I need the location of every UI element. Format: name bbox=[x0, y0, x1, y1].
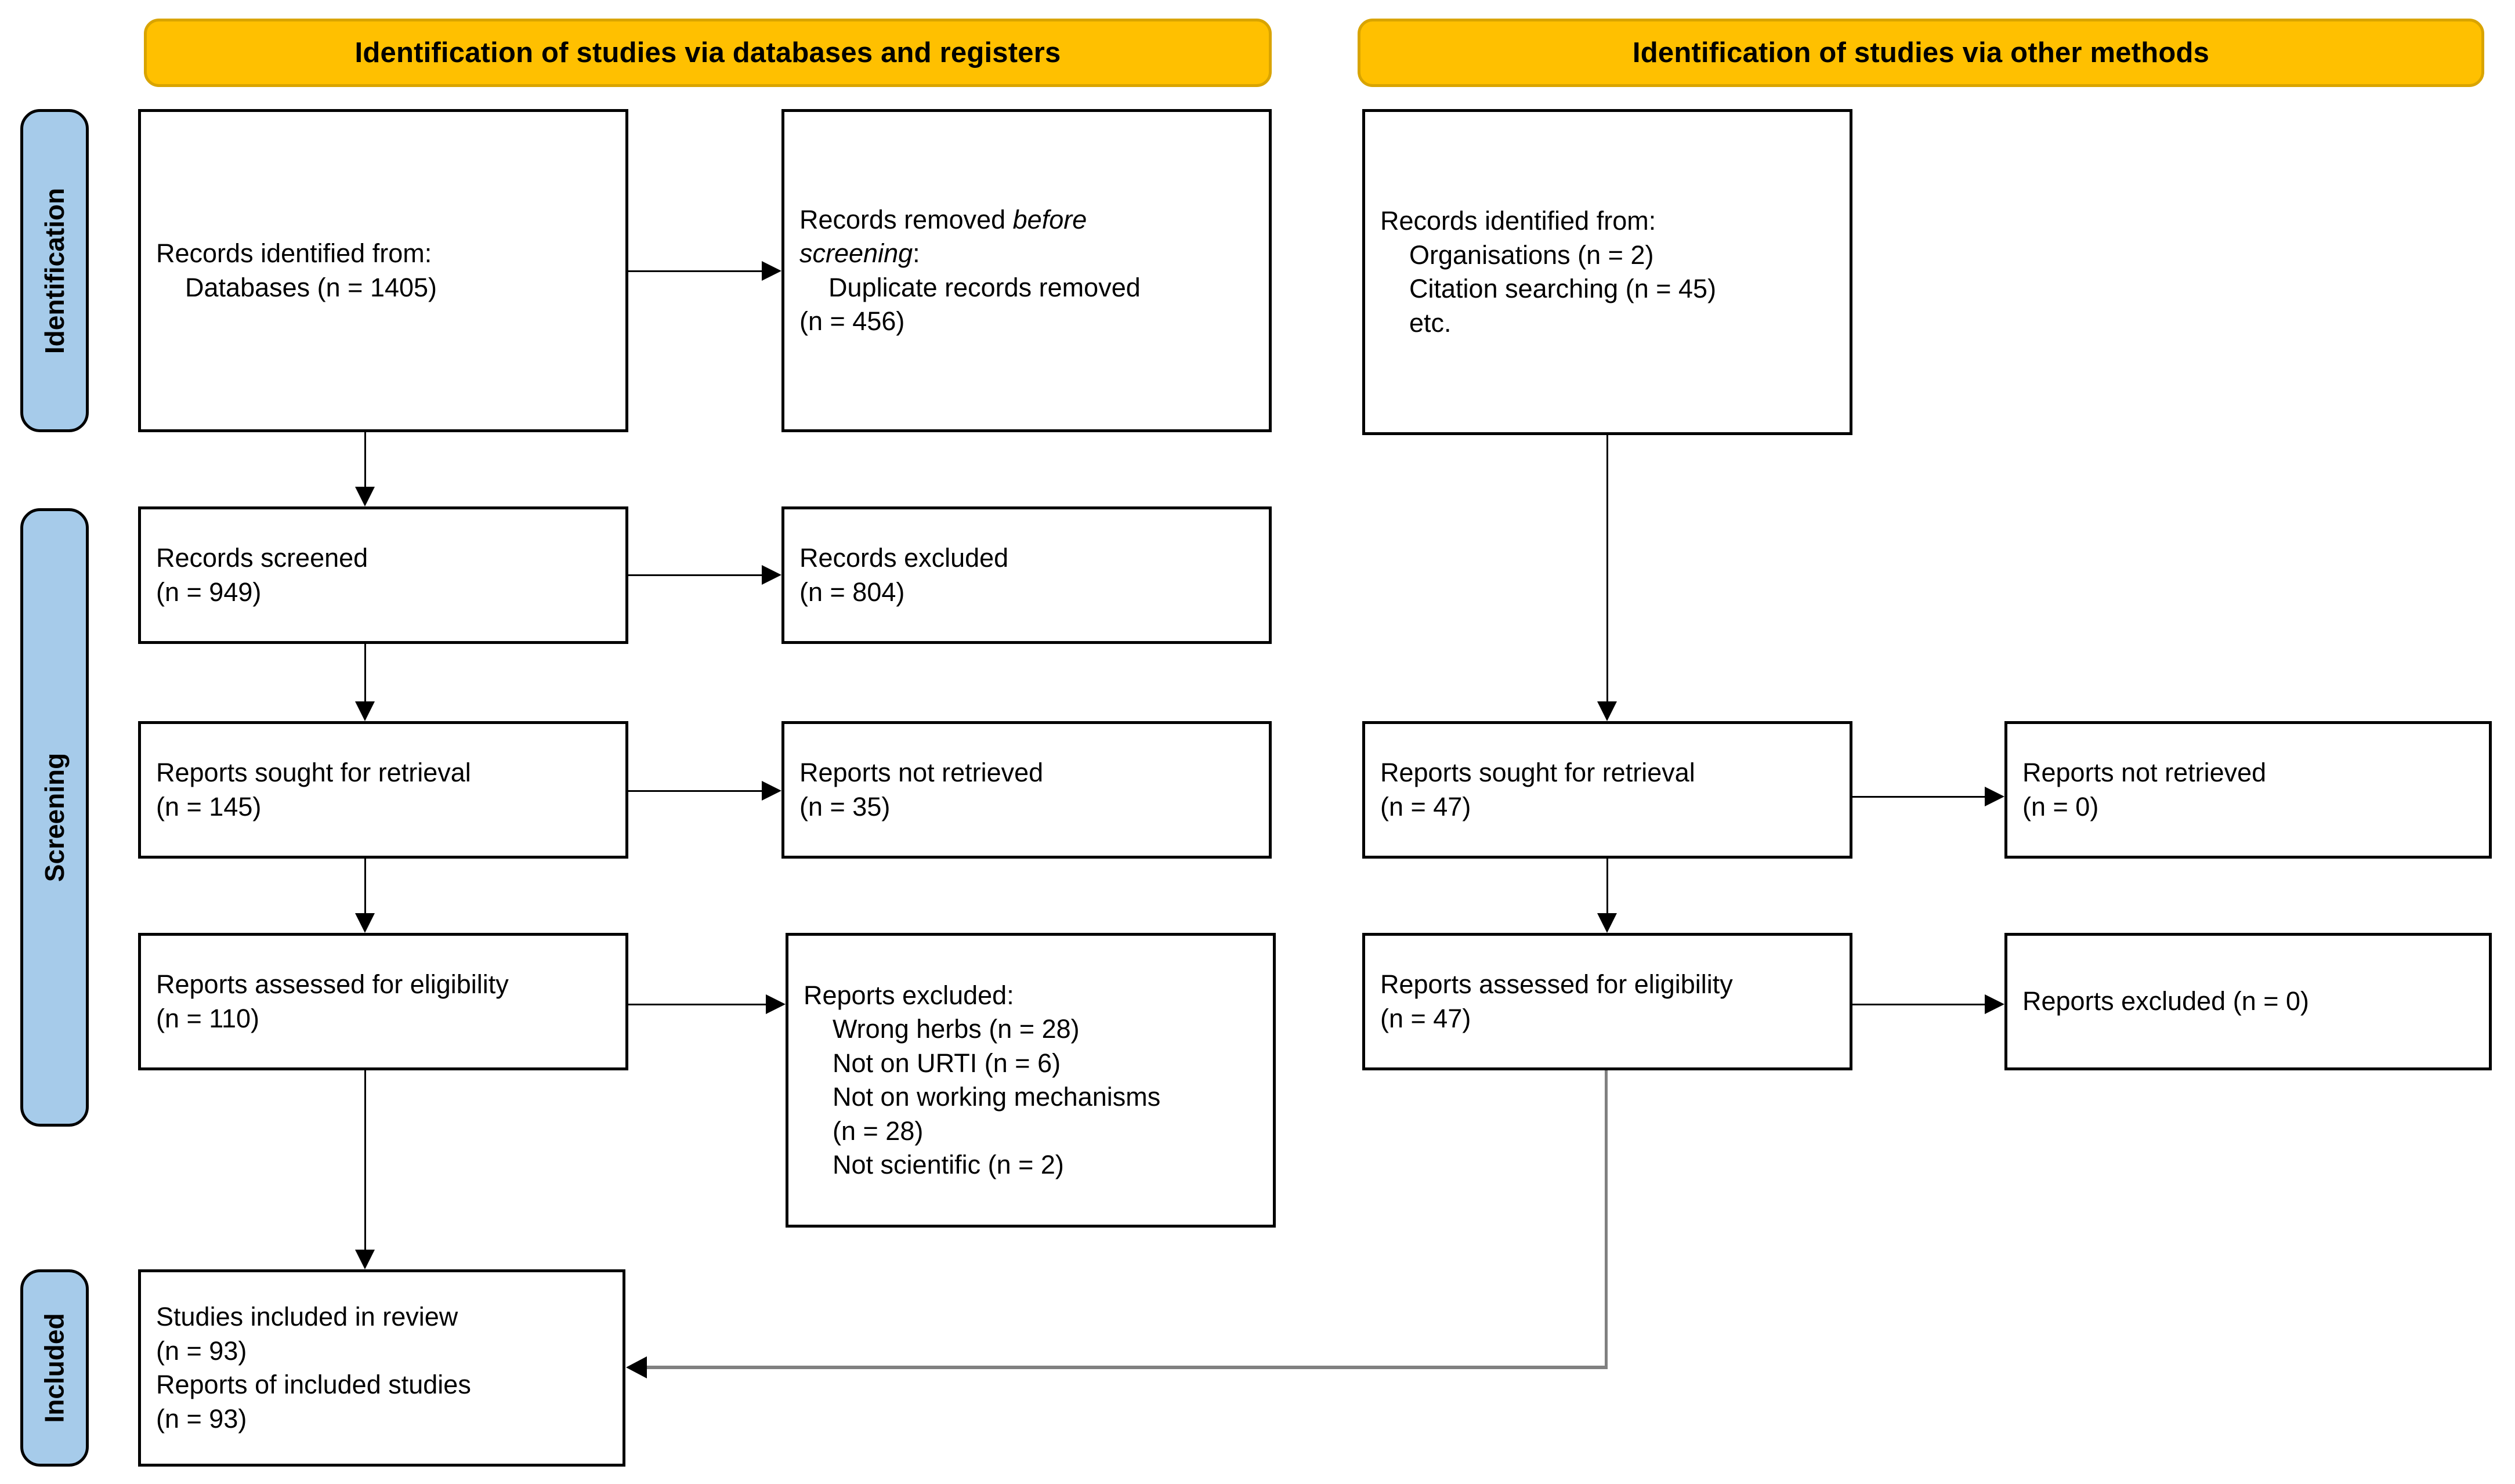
phase-identification-text: Identification bbox=[39, 187, 70, 354]
banner-other-label: Identification of studies via other meth… bbox=[1632, 37, 2210, 68]
connector-other-identified-to-sought bbox=[1606, 435, 1608, 701]
phase-screening-text: Screening bbox=[39, 752, 70, 882]
arrowhead-screened-to-sought bbox=[355, 701, 375, 721]
reports-not-retrieved-db-text: Reports not retrieved (n = 35) bbox=[799, 758, 1044, 821]
connector-other-assessed-to-excluded bbox=[1852, 1004, 1985, 1005]
records-screened-text: Records screened (n = 949) bbox=[156, 543, 368, 607]
banner-databases-label: Identification of studies via databases … bbox=[354, 37, 1061, 68]
arrowhead-sought-to-assessed bbox=[355, 913, 375, 933]
connector-other-assessed-elbow-horizontal bbox=[647, 1366, 1608, 1369]
arrowhead-other-to-included bbox=[626, 1356, 647, 1378]
connector-screened-to-excluded bbox=[628, 574, 762, 576]
box-reports-assessed-other: Reports assessed for eligibility (n = 47… bbox=[1362, 933, 1852, 1070]
studies-included-text: Studies included in review (n = 93) Repo… bbox=[156, 1302, 471, 1434]
records-excluded-text: Records excluded (n = 804) bbox=[799, 543, 1009, 607]
reports-sought-other-text: Reports sought for retrieval (n = 47) bbox=[1380, 758, 1695, 821]
records-removed-line1a: Records removed bbox=[799, 204, 1013, 234]
box-reports-assessed-databases: Reports assessed for eligibility (n = 11… bbox=[138, 933, 628, 1070]
records-removed-text: Records removed before screening: Duplica… bbox=[799, 203, 1141, 339]
connector-identified-to-screened bbox=[364, 432, 366, 487]
reports-sought-db-text: Reports sought for retrieval (n = 145) bbox=[156, 758, 471, 821]
arrowhead-identified-to-removed bbox=[762, 261, 781, 281]
banner-databases-registers: Identification of studies via databases … bbox=[144, 19, 1272, 87]
arrowhead-screened-to-excluded bbox=[762, 565, 781, 585]
arrowhead-assessed-to-excluded-detail bbox=[766, 994, 786, 1014]
phase-label-identification: Identification bbox=[20, 109, 89, 432]
reports-excluded-other-text: Reports excluded (n = 0) bbox=[2022, 986, 2310, 1016]
box-records-identified-other: Records identified from: Organisations (… bbox=[1362, 109, 1852, 435]
arrowhead-assessed-to-included bbox=[355, 1250, 375, 1269]
connector-screened-to-sought bbox=[364, 644, 366, 701]
records-removed-colon: : bbox=[913, 238, 920, 268]
banner-other-methods: Identification of studies via other meth… bbox=[1358, 19, 2484, 87]
arrowhead-identified-to-screened bbox=[355, 487, 375, 506]
box-records-identified-databases: Records identified from: Databases (n = … bbox=[138, 109, 628, 432]
reports-assessed-db-text: Reports assessed for eligibility (n = 11… bbox=[156, 969, 509, 1033]
records-identified-db-text: Records identified from: Databases (n = … bbox=[156, 238, 437, 302]
connector-other-sought-to-assessed bbox=[1606, 859, 1608, 913]
arrowhead-other-identified-to-sought bbox=[1597, 701, 1617, 721]
box-reports-sought-databases: Reports sought for retrieval (n = 145) bbox=[138, 721, 628, 859]
connector-assessed-to-included bbox=[364, 1070, 366, 1250]
box-records-removed-before-screening: Records removed before screening: Duplica… bbox=[781, 109, 1272, 432]
arrowhead-other-sought-to-not-retrieved bbox=[1985, 787, 2004, 806]
box-reports-excluded-other: Reports excluded (n = 0) bbox=[2004, 933, 2492, 1070]
box-records-excluded: Records excluded (n = 804) bbox=[781, 506, 1272, 644]
phase-included-text: Included bbox=[39, 1313, 70, 1423]
connector-identified-to-removed bbox=[628, 270, 762, 272]
arrowhead-other-assessed-to-excluded bbox=[1985, 994, 2004, 1014]
arrowhead-other-sought-to-assessed bbox=[1597, 913, 1617, 933]
connector-other-sought-to-not-retrieved bbox=[1852, 796, 1985, 798]
records-identified-other-text: Records identified from: Organisations (… bbox=[1380, 206, 1717, 338]
phase-label-screening: Screening bbox=[20, 508, 89, 1127]
box-reports-not-retrieved-other: Reports not retrieved (n = 0) bbox=[2004, 721, 2492, 859]
connector-sought-to-not-retrieved bbox=[628, 790, 762, 792]
records-removed-italic-screening: screening bbox=[799, 238, 913, 268]
box-records-screened: Records screened (n = 949) bbox=[138, 506, 628, 644]
box-studies-included: Studies included in review (n = 93) Repo… bbox=[138, 1269, 625, 1467]
connector-sought-to-assessed bbox=[364, 859, 366, 913]
reports-assessed-other-text: Reports assessed for eligibility (n = 47… bbox=[1380, 969, 1733, 1033]
box-reports-sought-other: Reports sought for retrieval (n = 47) bbox=[1362, 721, 1852, 859]
records-removed-italic-before: before bbox=[1012, 204, 1087, 234]
connector-other-assessed-elbow-vertical bbox=[1605, 1070, 1608, 1369]
box-reports-not-retrieved-databases: Reports not retrieved (n = 35) bbox=[781, 721, 1272, 859]
connector-assessed-to-excluded-detail bbox=[628, 1004, 766, 1005]
records-removed-rest: Duplicate records removed (n = 456) bbox=[799, 272, 1141, 336]
reports-not-retrieved-other-text: Reports not retrieved (n = 0) bbox=[2022, 758, 2267, 821]
reports-excluded-db-text: Reports excluded: Wrong herbs (n = 28) N… bbox=[804, 980, 1161, 1180]
phase-label-included: Included bbox=[20, 1269, 89, 1467]
box-reports-excluded-detail: Reports excluded: Wrong herbs (n = 28) N… bbox=[786, 933, 1276, 1228]
arrowhead-sought-to-not-retrieved bbox=[762, 781, 781, 801]
